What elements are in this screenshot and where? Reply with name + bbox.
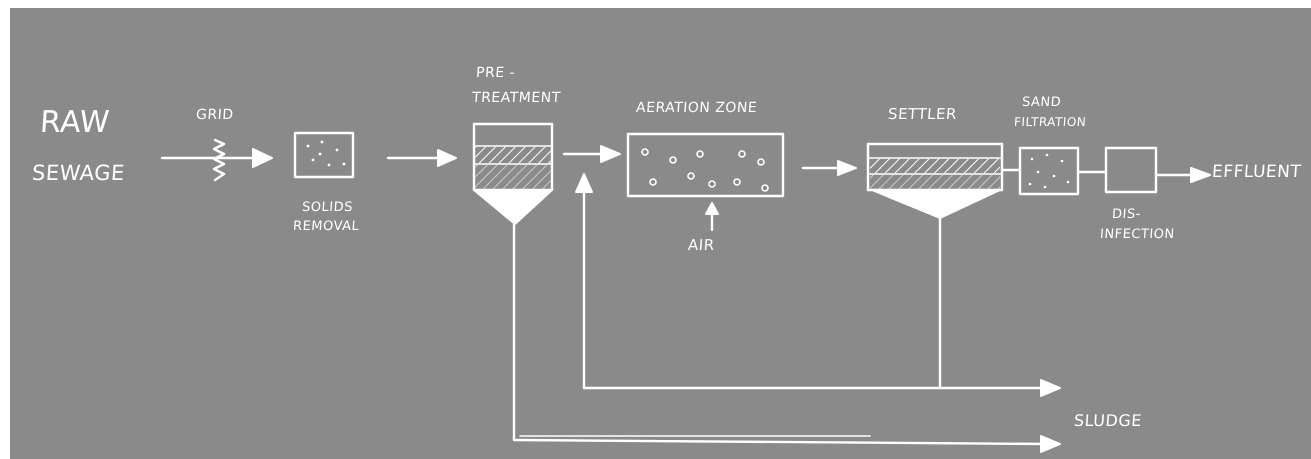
sand-filtration-label-line2: Filtration: [1013, 115, 1087, 129]
solids-removal-label-line1: Solids: [301, 200, 354, 215]
settler-tank: [866, 142, 1004, 219]
disinfection-label-line1: Dis-: [1111, 207, 1142, 222]
pretreatment-label-line2: Treatment: [471, 90, 562, 106]
pretreatment-sludge-line: [512, 222, 1061, 453]
aeration-zone-label: Aeration Zone: [635, 100, 758, 116]
effluent-label: Effluent: [1211, 162, 1302, 182]
arrow-to-settler: [801, 160, 857, 176]
pretreatment-tank: [472, 122, 554, 225]
disinfection-label-line2: Infection: [1099, 227, 1176, 242]
disinfection-box: [1104, 146, 1158, 194]
grid-label: Grid: [195, 107, 235, 123]
raw-sewage-label-line1: Raw: [38, 105, 111, 140]
whiteboard-sketch: Raw Sewage Grid Solids Removal Pre - Tre…: [10, 8, 1311, 459]
air-label: Air: [687, 236, 716, 254]
arrow-to-aeration: [562, 145, 621, 163]
pretreatment-label-line1: Pre -: [475, 65, 516, 81]
settler-sludge-return-line: [575, 173, 1061, 397]
sand-filtration-label-line1: Sand: [1021, 95, 1062, 110]
solids-removal-label-line2: Removal: [292, 219, 360, 234]
grid-zigzag: [212, 138, 226, 182]
settler-label: Settler: [887, 105, 958, 123]
air-arrow: [705, 202, 719, 232]
effluent-arrow: [1154, 167, 1211, 183]
raw-sewage-label-line2: Sewage: [31, 161, 126, 185]
sludge-label: Sludge: [1073, 411, 1143, 430]
aeration-zone-tank: [626, 132, 785, 198]
arrow-to-pretreatment: [386, 149, 457, 167]
solids-removal-box: [293, 131, 355, 179]
sand-filtration-box: [1018, 146, 1080, 196]
inflow-arrow: [160, 148, 273, 168]
process-diagram: [160, 122, 1211, 453]
